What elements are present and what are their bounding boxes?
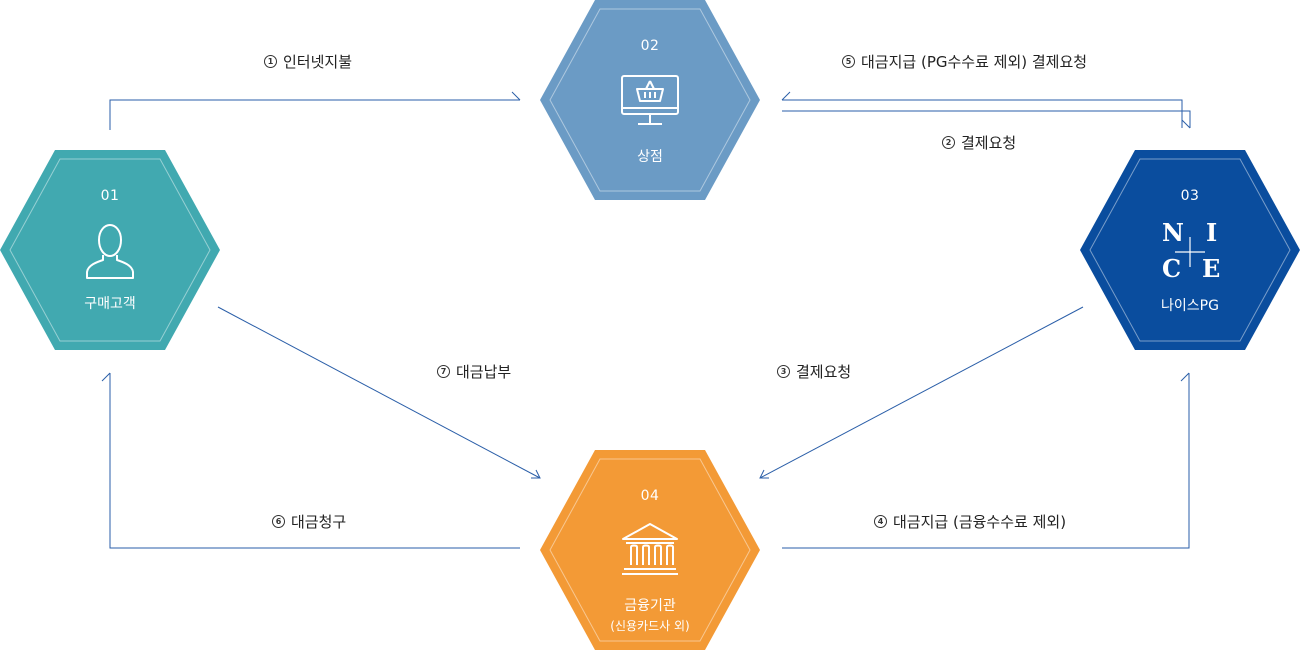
node-customer: 01 구매고객: [0, 150, 220, 350]
step-number-badge: 2: [942, 136, 955, 149]
node-sublabel: (신용카드사 외): [610, 619, 690, 633]
monitor-basket-icon: [621, 75, 679, 125]
nice-logo-n: N: [1162, 218, 1184, 247]
arrowhead-bank-in-right: [759, 469, 769, 479]
step-text: 대금납부: [456, 363, 512, 381]
step-6-label: 6 대금청구: [272, 511, 346, 532]
step-text: 결제요청: [961, 134, 1017, 152]
step-number-badge: 7: [437, 365, 450, 378]
sparkle-icon: [1175, 237, 1205, 267]
bank-building-icon: [622, 523, 678, 575]
arrowhead-bank-in-left: [531, 469, 541, 479]
step-2-label: 2 결제요청: [942, 132, 1016, 153]
arrow-store-to-nice: [782, 110, 1191, 128]
arrowhead-nice-in: [1181, 119, 1191, 129]
step-text: 대금지급 (PG수수료 제외) 결제요청: [861, 53, 1088, 71]
arrow-nice-to-store: [782, 99, 1183, 128]
step-1-label: 1 인터넷지불: [264, 51, 352, 72]
arrowhead-nice-in-bottom: [1180, 372, 1190, 382]
arrowhead-store-in-right: [781, 91, 791, 101]
person-icon: [86, 224, 134, 279]
step-text: 결제요청: [796, 363, 852, 381]
step-text: 대금청구: [291, 513, 347, 531]
node-number: 02: [640, 38, 660, 54]
node-number: 04: [640, 488, 660, 504]
nice-logo-i: I: [1206, 218, 1218, 247]
node-label: 상점: [637, 149, 663, 165]
step-number-badge: 5: [842, 55, 855, 68]
arrowhead-customer-in: [101, 372, 111, 382]
step-number-badge: 3: [777, 365, 790, 378]
step-number-badge: 6: [272, 515, 285, 528]
node-label: 나이스PG: [1161, 298, 1219, 314]
step-5-label: 5 대금지급 (PG수수료 제외) 결제요청: [842, 51, 1087, 72]
nice-logo-e: E: [1202, 254, 1221, 283]
node-bank: 04 금융기관 (신용카드사 외): [540, 450, 760, 650]
arrow-customer-to-store: [109, 99, 520, 130]
arrowhead-store-in: [511, 91, 521, 101]
step-number-badge: 1: [264, 55, 277, 68]
node-nice-pg: 03 N I C E 나이스PG: [1080, 150, 1300, 350]
step-4-label: 4 대금지급 (금융수수료 제외): [874, 511, 1066, 532]
step-text: 인터넷지불: [283, 53, 353, 71]
node-label: 구매고객: [84, 296, 136, 312]
arrow-customer-to-bank: [217, 306, 541, 479]
step-7-label: 7 대금납부: [437, 361, 511, 382]
arrow-bank-to-customer: [109, 373, 520, 549]
arrow-nice-to-bank: [759, 306, 1084, 479]
step-text: 대금지급 (금융수수료 제외): [893, 513, 1067, 531]
node-label: 금융기관: [624, 598, 676, 614]
node-number: 01: [100, 188, 120, 204]
step-number-badge: 4: [874, 515, 887, 528]
nice-logo-c: C: [1162, 254, 1182, 283]
arrow-bank-to-nice: [782, 373, 1190, 549]
node-number: 03: [1180, 188, 1200, 204]
hexagon-shape: [0, 150, 220, 350]
step-3-label: 3 결제요청: [777, 361, 851, 382]
node-store: 02 상점: [540, 0, 760, 200]
